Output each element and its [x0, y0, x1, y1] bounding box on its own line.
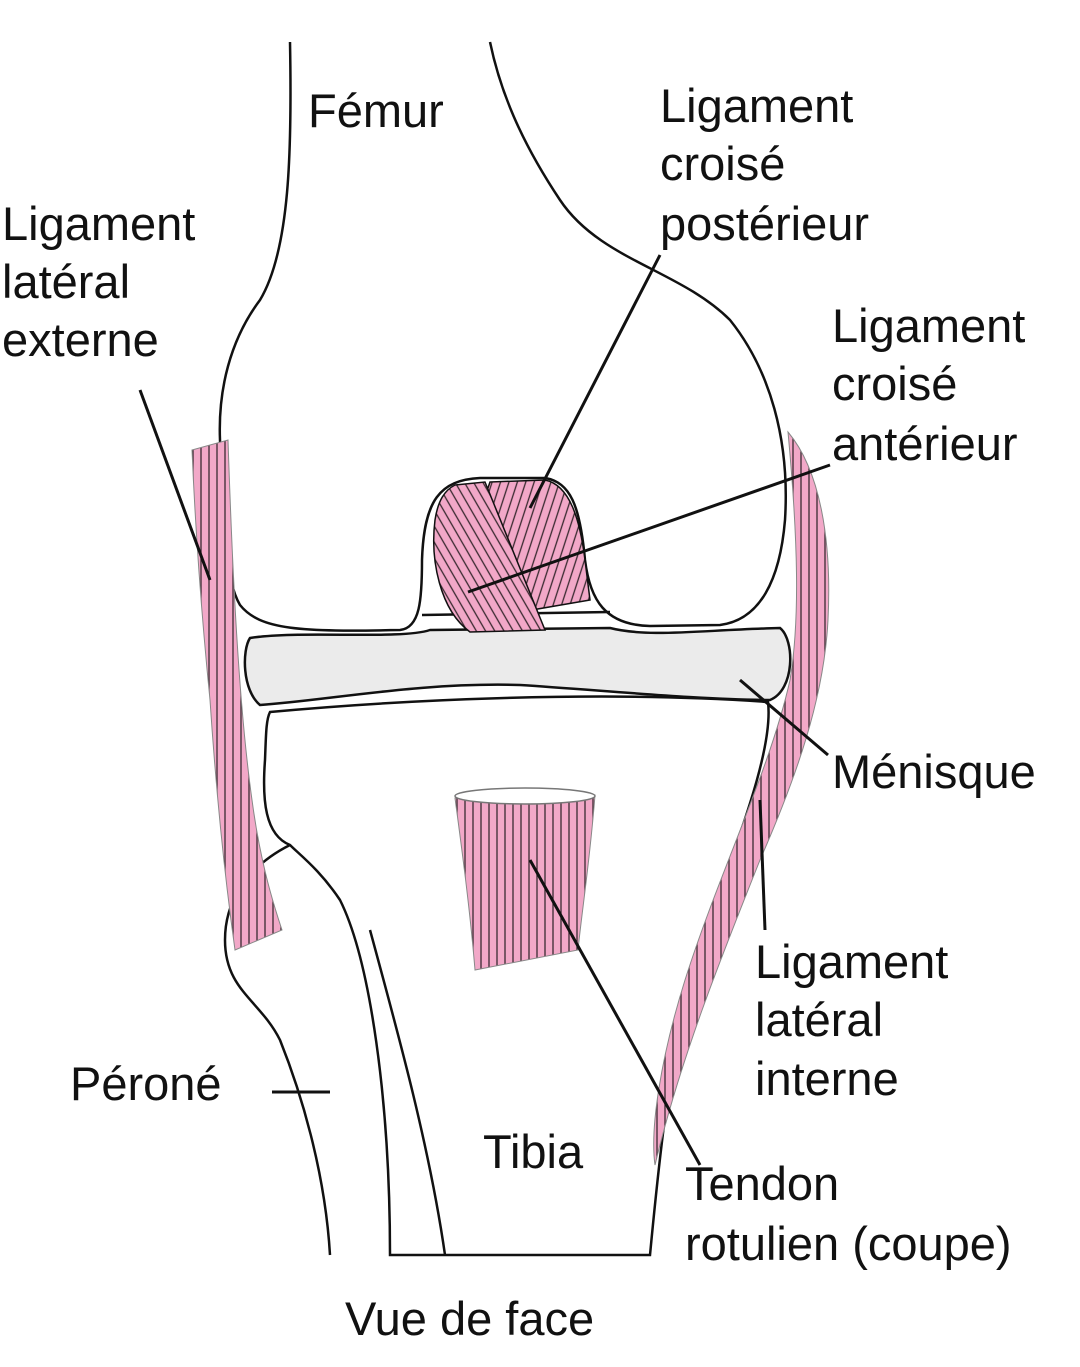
pointer-lle — [138, 389, 212, 581]
label-perone: Péroné — [70, 1057, 222, 1110]
label-lle-2: latéral — [2, 255, 130, 308]
label-lcp-3: postérieur — [660, 197, 869, 250]
pointer-lca — [467, 463, 831, 594]
label-view: Vue de face — [345, 1292, 594, 1345]
label-lca-3: antérieur — [832, 417, 1018, 470]
label-tibia: Tibia — [483, 1125, 584, 1178]
pointer-lcp — [528, 254, 662, 509]
tendon-cut-surface — [454, 787, 596, 805]
label-tendon-2: rotulien (coupe) — [685, 1217, 1012, 1270]
pointer-lli — [758, 799, 767, 931]
label-tendon-1: Tendon — [685, 1157, 839, 1210]
meniscus — [243, 626, 792, 707]
label-lcp-1: Ligament — [660, 79, 853, 132]
label-femur: Fémur — [308, 84, 444, 137]
femur-bone — [218, 41, 787, 632]
label-lca-2: croisé — [832, 357, 957, 410]
pointer-tendon — [528, 859, 702, 1166]
label-lli-2: latéral — [755, 993, 883, 1046]
label-lli-1: Ligament — [755, 935, 948, 988]
lateral-external-ligament — [191, 439, 283, 951]
label-lcp-2: croisé — [660, 137, 785, 190]
label-menisque: Ménisque — [832, 745, 1036, 798]
label-lli-3: interne — [755, 1052, 899, 1105]
lateral-internal-ligament — [653, 430, 830, 1166]
label-lle-3: externe — [2, 313, 159, 366]
pointer-menisque — [739, 678, 829, 757]
label-lle-1: Ligament — [2, 197, 195, 250]
tibia-crest — [368, 929, 447, 1256]
anterior-cruciate-ligament — [433, 481, 547, 633]
tibia-bone — [262, 695, 770, 1257]
label-lca-1: Ligament — [832, 299, 1025, 352]
patellar-tendon-section — [454, 794, 596, 971]
